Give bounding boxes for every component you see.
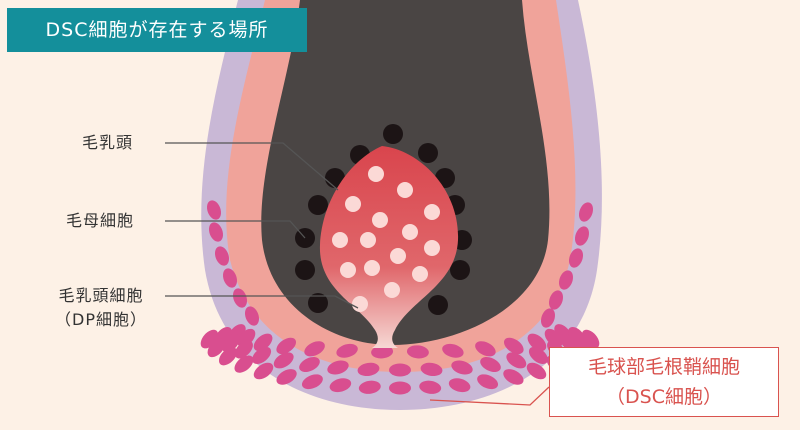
dsc-cell	[578, 202, 594, 222]
dsc-cell	[574, 226, 590, 246]
dp-cell	[397, 182, 413, 198]
dsc-cell	[406, 345, 429, 359]
dsc-cell	[234, 340, 253, 359]
dsc-cell	[371, 345, 394, 359]
dp-cell	[368, 166, 384, 182]
dsc-cell	[526, 362, 547, 380]
dp-cell	[364, 260, 380, 276]
dsc-cell	[389, 363, 411, 377]
page-title: DSC細胞が存在する場所	[7, 8, 307, 52]
dsc-cell	[558, 270, 574, 290]
matrix-cell	[428, 295, 448, 315]
callout-dsc-cell: 毛球部毛根鞘細胞 （DSC細胞）	[549, 347, 779, 417]
dsc-cell	[206, 200, 222, 220]
dsc-cell	[451, 360, 473, 375]
dp-cell	[390, 248, 406, 264]
dp-cell	[360, 232, 376, 248]
callout-dsc-line1: 毛球部毛根鞘細胞	[587, 356, 740, 378]
dsc-cell	[276, 369, 297, 385]
dsc-cell	[506, 352, 527, 369]
dp-cell	[352, 296, 368, 312]
label-dp-cell: 毛乳頭細胞 （DP細胞）	[40, 284, 162, 332]
dsc-cell	[232, 288, 248, 308]
dsc-cell	[253, 362, 274, 380]
leader-matrix	[165, 220, 306, 239]
leader-dp	[165, 295, 359, 309]
matrix-cell	[308, 195, 328, 215]
dsc-cell	[327, 360, 349, 375]
leader-papilla	[165, 142, 339, 191]
dp-cell	[402, 224, 418, 240]
dp-cell	[424, 204, 440, 220]
dsc-cell	[480, 356, 501, 373]
dsc-cell	[581, 329, 600, 349]
dsc-cell	[442, 343, 464, 358]
dsc-cell	[568, 248, 584, 268]
label-dp-line2: （DP細胞）	[55, 310, 147, 329]
matrix-cell	[308, 293, 328, 313]
dsc-cell	[548, 290, 564, 310]
matrix-cell	[418, 143, 438, 163]
dsc-cell	[475, 341, 496, 357]
dsc-cell	[222, 333, 240, 353]
dsc-cell	[503, 369, 524, 385]
dsc-cell	[252, 346, 272, 364]
label-papilla: 毛乳頭	[82, 133, 134, 152]
dp-cell	[340, 262, 356, 278]
dp-cells	[332, 166, 440, 312]
dsc-cell	[208, 222, 224, 242]
dp-cell	[412, 266, 428, 282]
dsc-cell	[528, 346, 548, 364]
dsc-cell	[477, 374, 499, 390]
dsc-cell	[540, 308, 556, 328]
dsc-cell	[304, 341, 325, 357]
dsc-cell	[253, 333, 273, 352]
dsc-cell	[503, 337, 524, 355]
dsc-cell	[358, 380, 381, 394]
dsc-cell	[420, 362, 443, 377]
dsc-cell	[448, 378, 471, 393]
dsc-cell	[527, 333, 547, 352]
dsc-cell	[336, 343, 358, 358]
leader-lines	[165, 142, 550, 406]
label-dp-line1: 毛乳頭細胞	[58, 286, 144, 305]
matrix-cell	[383, 124, 403, 144]
dsc-cell	[234, 355, 254, 373]
callout-dsc-line2: （DSC細胞）	[606, 386, 722, 408]
dp-cell	[332, 232, 348, 248]
dp-cell	[372, 212, 388, 228]
dsc-cell	[329, 378, 352, 393]
dsc-cell	[207, 338, 226, 358]
dsc-cell	[357, 362, 380, 377]
dsc-cell	[389, 381, 411, 395]
leader-dsc	[429, 386, 550, 406]
dp-cell	[384, 282, 400, 298]
matrix-cell	[295, 260, 315, 280]
dsc-cell	[218, 347, 238, 366]
dsc-cell	[301, 374, 323, 390]
dsc-cell	[273, 352, 294, 369]
dsc-cell	[299, 356, 320, 373]
dsc-cell	[419, 380, 442, 394]
dp-cell	[424, 240, 440, 256]
dsc-cell	[244, 306, 260, 326]
dsc-cell	[222, 268, 238, 288]
matrix-cell	[450, 260, 470, 280]
label-matrix: 毛母細胞	[66, 211, 135, 230]
dsc-cell	[276, 337, 297, 355]
dp-cell	[345, 196, 361, 212]
dsc-cell	[214, 246, 230, 266]
